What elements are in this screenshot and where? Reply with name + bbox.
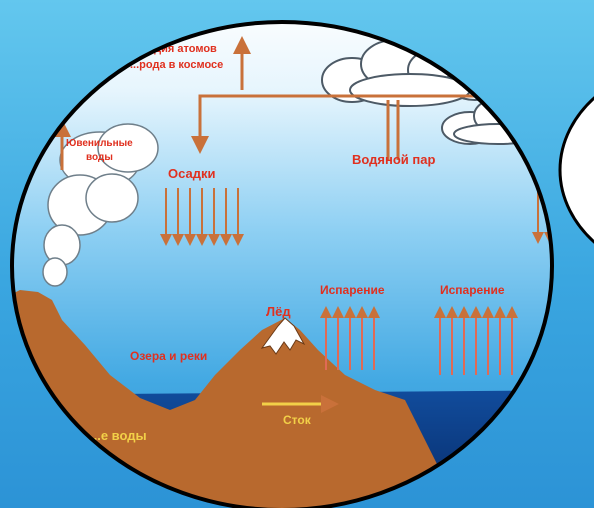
label-ground-water: ...е воды [90, 428, 147, 443]
snow-cap [260, 317, 306, 355]
land-mass [12, 290, 470, 508]
label-juvenile-line1: Ювенильные [66, 138, 133, 149]
label-runoff: Сток [283, 413, 312, 427]
label-evaporation-2: Испарение [440, 283, 505, 297]
circulation-lines [53, 36, 552, 170]
evaporation-arrows-2 [434, 306, 518, 375]
label-lakes-rivers: Озера и реки [130, 349, 207, 363]
label-ice: Лёд [266, 304, 291, 319]
right-secondary-panel [558, 96, 594, 244]
precipitation-arrows-left [160, 188, 244, 246]
volcano-smoke-cloud [42, 123, 159, 287]
evaporation-arrows-1 [320, 306, 380, 370]
label-water-vapor: Водяной пар [352, 152, 435, 167]
label-escape-line2: ...рода в космосе [130, 59, 223, 71]
label-juvenile-line2: воды [86, 152, 113, 163]
diagram-circle-border [10, 20, 554, 508]
label-precipitation-left: Осадки [168, 166, 215, 181]
label-evaporation-1: Испарение [320, 283, 385, 297]
label-world-ocean: Миров... [478, 436, 532, 451]
